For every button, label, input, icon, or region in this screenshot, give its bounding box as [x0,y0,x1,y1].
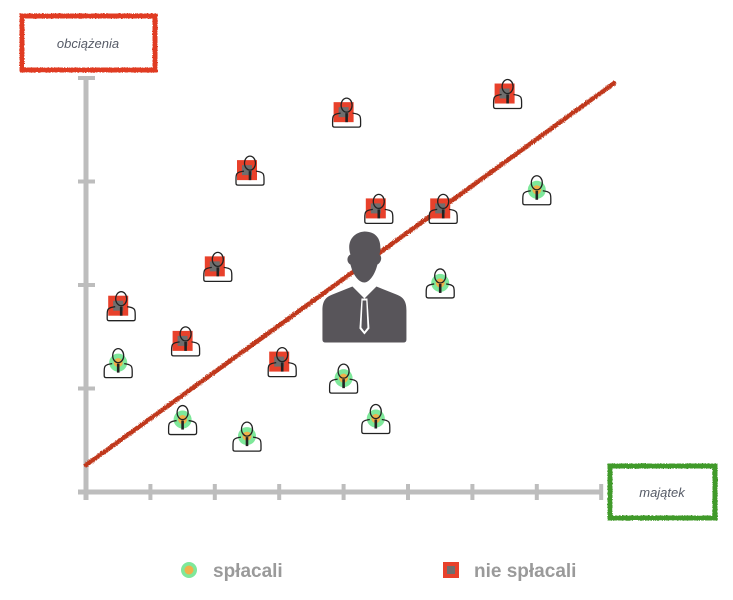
person-body [331,112,362,128]
not-repaid-marker-inner [338,107,349,118]
point-not-repaid [235,155,265,186]
person-head [179,326,192,342]
person-body [235,170,265,186]
person-head [211,251,224,268]
not-repaid-marker-inner [209,261,220,272]
person-body [103,362,133,379]
legend-repaid-marker-inner [184,565,194,575]
not-repaid-marker-inner [177,335,188,346]
person-head [437,193,450,210]
x-axis-label-box: majątek [607,463,718,521]
point-not-repaid [492,78,523,110]
big-person-collar [355,287,374,299]
person-tie [216,267,220,277]
person-tie [119,306,123,316]
point-repaid [103,347,133,379]
point-not-repaid [331,97,362,128]
point-repaid [425,268,455,299]
person-body [428,208,458,225]
axes [78,76,604,500]
person-body [203,266,233,283]
person-body [361,418,391,435]
person-tie [248,171,252,181]
person-body [232,436,262,452]
person-head [372,193,385,210]
point-repaid [522,175,552,206]
person-head [176,404,189,421]
person-tie [280,362,284,372]
point-not-repaid [364,193,394,225]
legend-not-repaid-label: nie spłacali [474,561,576,582]
x-ticks [84,484,604,500]
person-body [522,190,552,206]
person-head [243,155,257,171]
big-person-head [347,231,382,283]
person-tie [116,363,120,373]
decision-line [83,80,617,468]
person-body [425,283,455,299]
legend-not-repaid-marker-inner [447,566,455,574]
not-repaid-marker-inner [370,203,381,214]
person-tie [535,190,539,200]
person-head [112,347,125,364]
point-repaid [167,404,198,436]
big-person-tie [361,300,368,332]
legend-repaid-label: spłacali [213,561,283,582]
person-head [340,97,353,113]
not-repaid-marker-inner [242,165,252,176]
legend-item-not-repaid: nie spłacali [443,561,576,582]
person-tie [374,419,378,429]
person-body [328,378,359,394]
data-points [103,78,552,452]
person-body [170,341,201,357]
person-body [492,93,523,110]
person-tie [184,341,187,351]
person-tie [506,94,509,104]
point-repaid [361,403,391,435]
person-head [501,78,514,95]
y-axis-label-box: obciążenia [19,13,158,73]
x-axis-label: majątek [639,485,686,500]
person-tie [245,437,249,447]
new-applicant-person-icon [322,231,407,343]
point-repaid [232,421,262,452]
person-body [106,306,136,322]
person-tie [345,113,348,123]
legend-item-repaid: spłacali [181,561,283,582]
person-tie [441,209,445,219]
not-repaid-marker-inner [499,88,510,99]
person-head [530,175,543,191]
point-not-repaid [170,326,201,357]
person-tie [377,209,381,219]
person-tie [438,283,442,293]
person-head [434,268,447,284]
not-repaid-marker-inner [274,356,285,367]
point-not-repaid [267,346,297,378]
point-repaid [328,363,359,394]
not-repaid-marker-inner [113,300,124,311]
y-axis-label: obciążenia [57,36,119,51]
person-head [240,421,254,437]
person-head [276,346,289,363]
person-body [364,208,394,225]
person-head [369,403,382,420]
y-ticks [78,76,95,494]
person-body [267,361,297,378]
person-body [167,419,198,436]
not-repaid-marker-inner [435,203,446,214]
person-head [115,291,128,307]
person-head [337,363,350,379]
point-not-repaid [203,251,233,283]
person-tie [342,379,345,389]
legend: spłacali nie spłacali [181,561,576,582]
point-not-repaid [106,291,136,322]
point-not-repaid [428,193,458,225]
person-tie [181,420,184,430]
